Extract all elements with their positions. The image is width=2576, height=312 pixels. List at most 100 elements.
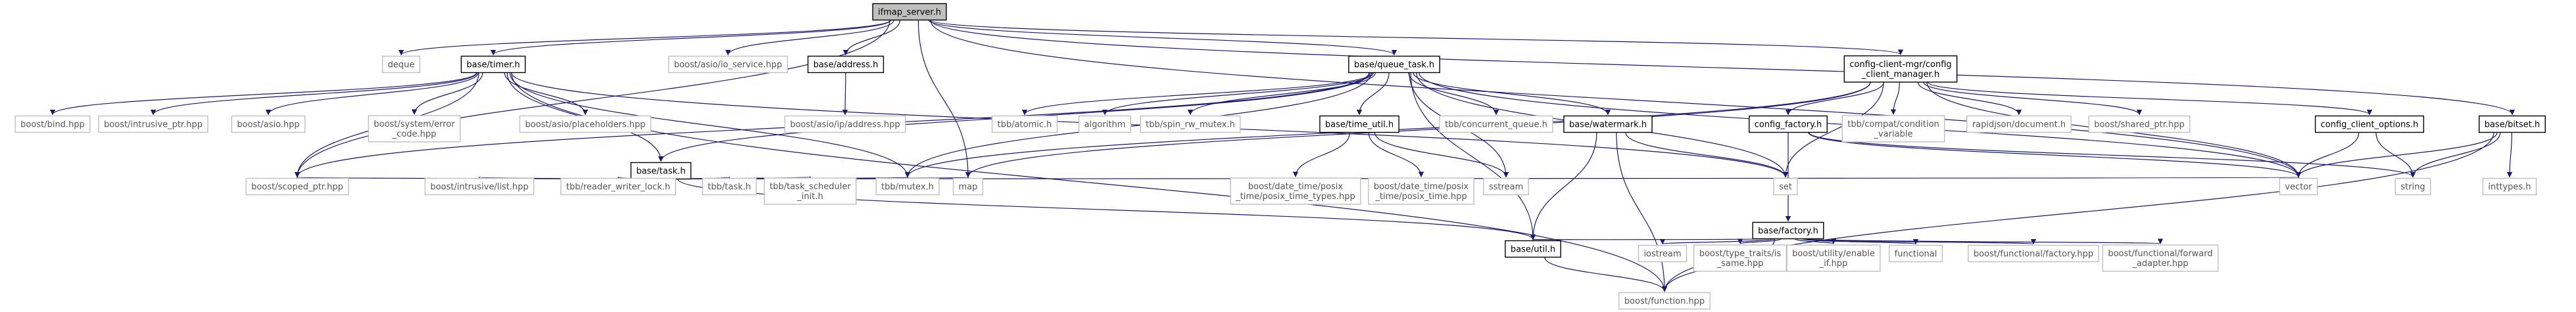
- node-tbb-mutex-h: tbb/mutex.h: [875, 177, 940, 196]
- node-box: [1843, 55, 1958, 83]
- node-tbb-task-h: tbb/task.h: [702, 177, 757, 196]
- node-base-queue-task-h[interactable]: base/queue_task.h: [1348, 55, 1440, 74]
- node-box: [764, 177, 857, 205]
- node-label: _time/posix_time_types.hpp: [1235, 192, 1355, 202]
- node-box: [2479, 115, 2546, 133]
- node-box: [872, 3, 947, 21]
- edge-base-factory-h-to-boost-functional-forward-adapter-hpp: [1805, 238, 2162, 244]
- node-boost-intrusive-ptr-hpp: boost/intrusive_ptr.hpp: [98, 115, 208, 133]
- node-box: [875, 177, 940, 196]
- node-config-client-manager-h[interactable]: config-client-mgr/config_client_manager.…: [1843, 55, 1958, 83]
- node-sstream: sstream: [1483, 177, 1529, 196]
- node-box: [1749, 115, 1828, 133]
- node-base-address-h[interactable]: base/address.h: [807, 55, 885, 74]
- node-label: boost/shared_ptr.hpp: [2094, 120, 2185, 130]
- node-base-task-h[interactable]: base/task.h: [630, 162, 692, 180]
- node-label: base/timer.h: [466, 60, 520, 70]
- node-box: [98, 115, 208, 133]
- edge-base-factory-h-to-base-util-h: [1532, 238, 1772, 246]
- node-label: tbb/concurrent_queue.h: [1445, 120, 1547, 130]
- node-map: map: [952, 177, 984, 196]
- edge-config-client-manager-h-to-boost-shared-ptr-hpp: [1923, 81, 2143, 116]
- node-label: _code.hpp: [392, 129, 437, 139]
- node-label: ifmap_server.h: [878, 8, 941, 18]
- node-label: base/util.h: [1511, 245, 1555, 255]
- node-base-time-util-h[interactable]: base/time_util.h: [1319, 115, 1399, 133]
- node-label: boost/asio/ip/address.hpp: [790, 120, 900, 130]
- node-box: [1966, 115, 2072, 133]
- node-tbb-task-scheduler-init-h: tbb/task_scheduler_init.h: [764, 177, 857, 205]
- edge-base-time-util-h-to-posix-time-hpp: [1368, 132, 1424, 177]
- node-iostream: iostream: [1638, 244, 1688, 263]
- node-box: [1841, 115, 1945, 143]
- node-label: boost/system/error: [374, 120, 455, 129]
- edge-base-bitset-h-to-inttypes-h: [2506, 132, 2513, 178]
- node-config-factory-h[interactable]: config_factory.h: [1749, 115, 1828, 133]
- edge-config-client-options-h-to-string: [2375, 132, 2416, 178]
- node-box: [231, 115, 306, 133]
- node-label: boost/scoped_ptr.hpp: [251, 183, 343, 192]
- node-base-timer-h[interactable]: base/timer.h: [460, 55, 526, 74]
- edge-base-time-util-h-to-posix-time-types-hpp: [1292, 132, 1351, 177]
- node-box: [1563, 115, 1653, 133]
- edge-base-watermark-h-to-boost-function-hpp: [1616, 132, 1668, 292]
- node-base-bitset-h[interactable]: base/bitset.h: [2479, 115, 2546, 133]
- node-rapidjson-document-h: rapidjson/document.h: [1966, 115, 2072, 133]
- edge-base-timer-h-to-tbb-mutex-h: [509, 72, 911, 178]
- node-boost-asio-io-service-hpp: boost/asio/io_service.hpp: [668, 55, 789, 74]
- edge-base-timer-h-to-boost-system-error-code-hpp: [411, 72, 483, 115]
- node-label: boost/function.hpp: [1624, 297, 1705, 307]
- node-box: [1230, 177, 1361, 205]
- node-label: tbb/task_scheduler: [769, 182, 851, 192]
- node-box: [702, 177, 757, 196]
- edge-config-client-manager-h-to-config-client-options-h: [1927, 81, 2372, 116]
- node-box: [784, 115, 906, 133]
- node-label: config_client_options.h: [2321, 120, 2419, 130]
- node-tbb-concurrent-queue-h: tbb/concurrent_queue.h: [1439, 115, 1553, 133]
- node-box: [560, 177, 676, 196]
- node-label: inttypes.h: [2488, 183, 2531, 192]
- node-label: base/queue_task.h: [1354, 60, 1434, 70]
- node-boost-functional-factory-hpp: boost/functional/factory.hpp: [1968, 244, 2099, 263]
- node-box: [1618, 292, 1711, 310]
- node-boost-scoped-ptr-hpp: boost/scoped_ptr.hpp: [245, 177, 349, 196]
- node-label: boost/asio.hpp: [237, 120, 299, 130]
- node-box: [630, 162, 692, 180]
- node-box: [381, 55, 421, 74]
- edge-base-timer-h-to-boost-asio-placeholders-hpp: [504, 72, 589, 116]
- node-config-client-options-h[interactable]: config_client_options.h: [2314, 115, 2425, 133]
- edge-config-client-manager-h-to-tbb-compat-condition-variable: [1890, 81, 1900, 115]
- node-box: [991, 115, 1058, 133]
- node-box: [1786, 244, 1881, 272]
- node-box: [1140, 115, 1241, 133]
- edge-config-client-manager-h-to-map: [965, 81, 1871, 178]
- node-label: boost/functional/factory.hpp: [1974, 250, 2093, 259]
- edge-base-factory-h-to-boost-utility-enable-if-hpp: [1794, 238, 1837, 244]
- node-boost-bind-hpp: boost/bind.hpp: [14, 115, 91, 133]
- edge-base-queue-task-h-to-tbb-atomic-h: [1021, 72, 1373, 116]
- node-box: [1693, 244, 1787, 272]
- node-base-watermark-h[interactable]: base/watermark.h: [1563, 115, 1653, 133]
- edge-base-address-h-to-boost-asio-ip-address-hpp: [842, 72, 848, 116]
- node-box: [1638, 244, 1688, 263]
- node-label: _same.hpp: [1716, 259, 1764, 269]
- node-box: [2088, 115, 2191, 133]
- node-base-factory-h[interactable]: base/factory.h: [1752, 221, 1824, 240]
- node-box: [368, 115, 461, 143]
- node-box: [460, 55, 526, 74]
- node-tbb-compat-condition-variable: tbb/compat/condition_variable: [1841, 115, 1945, 143]
- node-label: _if.hpp: [1819, 259, 1848, 269]
- node-label: boost/date_time/posix: [1248, 182, 1344, 192]
- node-label: boost/asio/io_service.hpp: [674, 60, 783, 70]
- node-box: [1483, 177, 1529, 196]
- node-ifmap-server-h[interactable]: ifmap_server.h: [872, 3, 947, 21]
- edge-ifmap-server-h-to-base-timer-h: [490, 19, 892, 56]
- edge-config-client-manager-h-to-set: [1782, 81, 1884, 178]
- node-boost-asio-placeholders-hpp: boost/asio/placeholders.hpp: [519, 115, 652, 133]
- node-base-util-h[interactable]: base/util.h: [1505, 240, 1561, 258]
- node-boost-asio-ip-address-hpp: boost/asio/ip/address.hpp: [784, 115, 906, 133]
- edge-base-queue-task-h-to-base-util-h: [1410, 72, 1536, 240]
- node-label: set: [1779, 183, 1792, 192]
